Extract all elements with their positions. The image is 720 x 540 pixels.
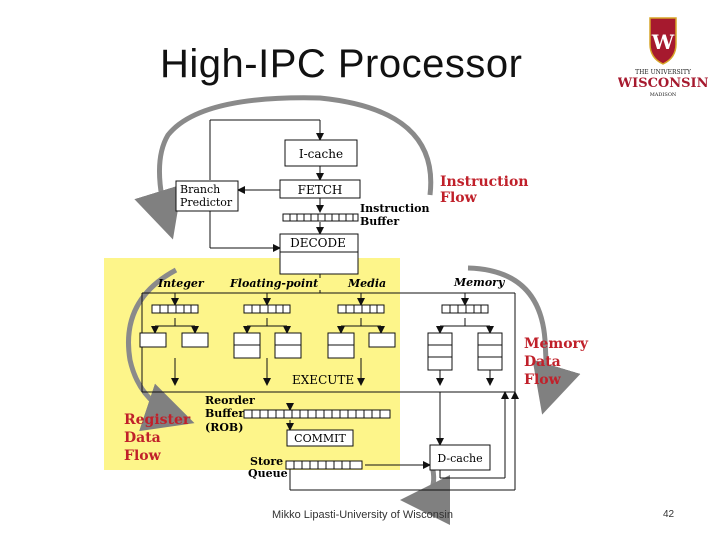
- branch-predictor-box: [175, 180, 239, 212]
- media-reservation-buffer: [337, 304, 385, 314]
- floating-point-label: Floating-point: [229, 277, 318, 290]
- dcache-box: [429, 444, 491, 471]
- logo-line3: MADISON: [650, 92, 677, 98]
- store-queue-label-1: Store: [250, 455, 283, 468]
- decode-label: DECODE: [290, 236, 346, 250]
- dispatch-buffer: [279, 251, 359, 275]
- reorder-label-3: (ROB): [205, 421, 243, 434]
- fetch-label: FETCH: [298, 183, 343, 197]
- memory-flow-arrow: [467, 265, 581, 415]
- reorder-buffer: [243, 409, 391, 419]
- store-queue: [285, 460, 363, 470]
- dcache-label: D-cache: [437, 452, 482, 465]
- register-flow-arrow: [126, 267, 195, 432]
- memory-flow-label-2: Data: [524, 354, 561, 370]
- logo-line1: THE UNIVERSITY: [635, 69, 692, 76]
- store-queue-label-2: Queue: [248, 467, 288, 480]
- crest-letter: W: [651, 30, 675, 54]
- memory-flow-label-1: Memory: [524, 336, 589, 352]
- commit-label: COMMIT: [294, 432, 346, 445]
- instruction-flow-arrow: [134, 95, 434, 240]
- memory-label: Memory: [453, 276, 506, 289]
- branch-predictor-label-2: Predictor: [180, 196, 233, 209]
- integer-label: Integer: [157, 277, 205, 290]
- instruction-flow-label-1: Instruction: [440, 174, 528, 190]
- fp-reservation-buffer: [243, 304, 291, 314]
- instruction-buffer-label-2: Buffer: [360, 215, 399, 228]
- crest-icon: [649, 17, 677, 65]
- execute-label: EXECUTE: [292, 373, 354, 387]
- uw-madison-logo: W THE UNIVERSITY WISCONSIN MADISON: [618, 17, 708, 98]
- slide-footer: Mikko Lipasti-University of Wisconsin: [272, 509, 453, 521]
- memory-unit-1: [427, 332, 453, 371]
- register-flow-label-1: Register: [124, 412, 191, 428]
- reorder-label-1: Reorder: [205, 394, 255, 407]
- logo-line2: WISCONSIN: [618, 76, 708, 91]
- icache-label: I-cache: [299, 147, 343, 161]
- icache-box: [284, 139, 358, 167]
- commit-box: [286, 429, 354, 447]
- register-flow-label-3: Flow: [124, 448, 162, 464]
- integer-unit-1: [139, 332, 167, 348]
- memory-unit-2: [477, 332, 503, 371]
- instruction-flow-label-2: Flow: [440, 190, 478, 206]
- slide-title: High-IPC Processor: [160, 42, 523, 86]
- page-number: 42: [663, 509, 675, 520]
- branch-predictor-label-1: Branch: [180, 183, 220, 196]
- instruction-buffer-label-1: Instruction: [360, 202, 430, 215]
- media-unit-2: [368, 332, 396, 348]
- integer-unit-2: [181, 332, 209, 348]
- instruction-buffer: [282, 213, 359, 222]
- reorder-label-2: Buffer: [205, 407, 244, 420]
- memory-flow-label-3: Flow: [524, 372, 562, 388]
- media-label: Media: [347, 277, 386, 290]
- fetch-box: [279, 179, 361, 199]
- integer-reservation-buffer: [151, 304, 199, 314]
- register-flow-label-2: Data: [124, 430, 161, 446]
- memory-reservation-buffer: [441, 304, 489, 314]
